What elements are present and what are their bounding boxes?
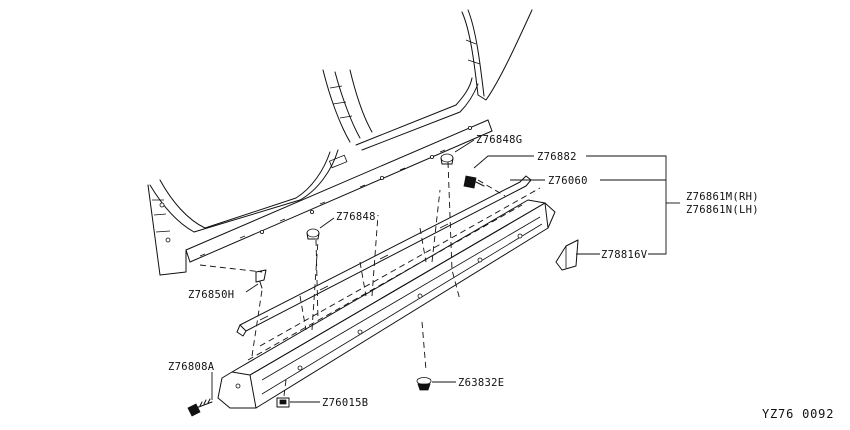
- callout-fastener-rail: Z76882: [537, 151, 577, 163]
- body-side-panel: [147, 9, 533, 276]
- callout-grommet: Z63832E: [458, 377, 504, 389]
- fastener-clip-upper: [440, 153, 454, 165]
- leader-lines: [211, 139, 680, 403]
- callout-clip-upper: Z76848G: [476, 134, 522, 146]
- callout-clip-mid: Z76848: [336, 211, 376, 223]
- rail-bracket: [236, 175, 532, 337]
- callout-sill-cover-rh: Z76861M(RH): [686, 191, 759, 203]
- fastener-rail: [463, 175, 485, 189]
- seal-pad-shape: [555, 239, 579, 271]
- callout-sill-cover-lh: Z76861N(LH): [686, 204, 759, 216]
- callout-clip-lower: Z76015B: [322, 397, 368, 409]
- callout-clip-body: Z76850H: [188, 289, 234, 301]
- fastener-clip-mid: [306, 228, 320, 240]
- assembly-guides: [199, 161, 541, 397]
- callout-screw-front: Z76808A: [168, 361, 215, 373]
- sill-cover: [217, 199, 556, 409]
- callout-seal-pad: Z78816V: [601, 249, 648, 261]
- fastener-screw-front: [187, 398, 213, 417]
- fastener-clip-lower: [276, 397, 290, 408]
- fastener-grommet: [416, 377, 432, 391]
- diagram-reference-code: YZ76 0092: [762, 407, 834, 421]
- fastener-clip-body: [255, 269, 267, 289]
- callout-rail-bracket: Z76060: [548, 175, 588, 187]
